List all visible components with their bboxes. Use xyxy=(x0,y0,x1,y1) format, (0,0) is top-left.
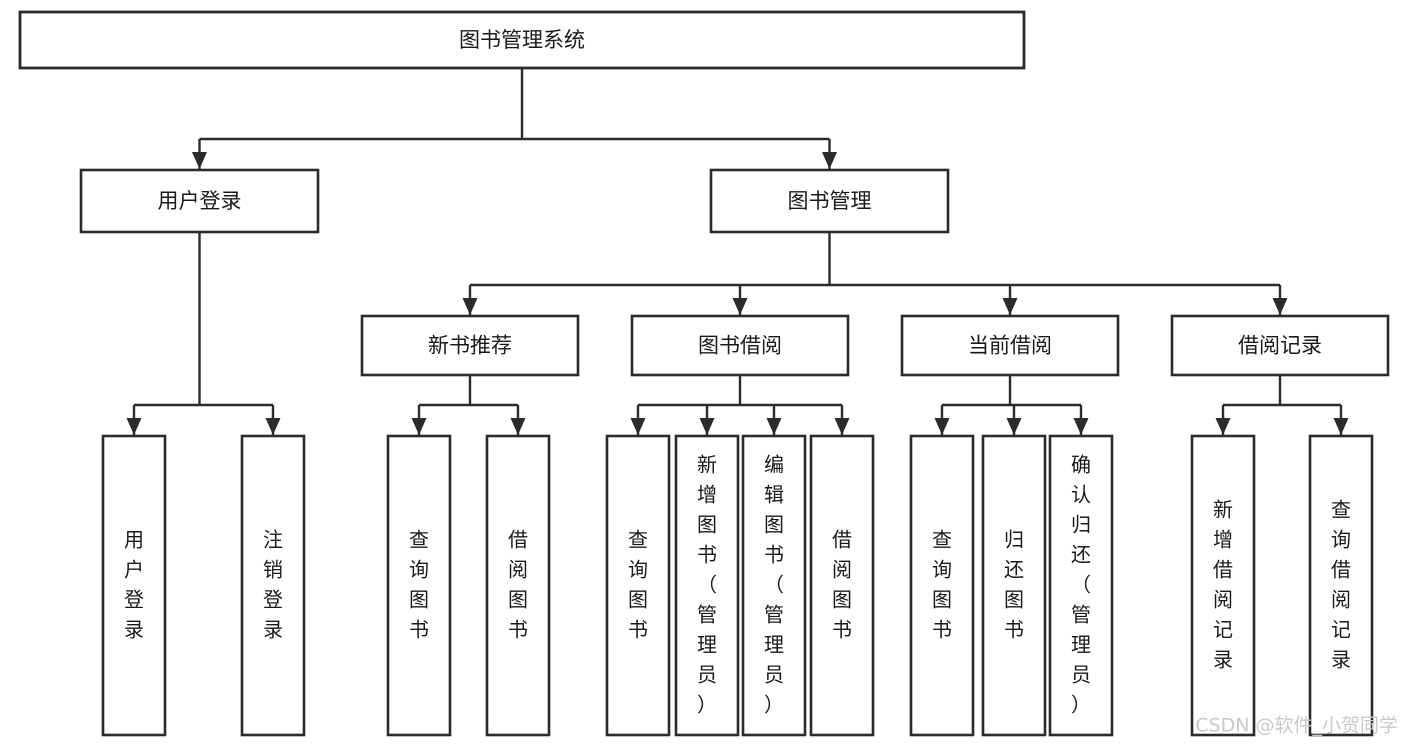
node-leaf-query-record[interactable]: 查询借阅记录 xyxy=(1308,434,1374,737)
node-root[interactable]: 图书管理系统 xyxy=(18,10,1026,70)
node-leaf-user-logout[interactable]: 注销登录 xyxy=(240,434,306,737)
node-label-leaf-borrow-book-rec: 借阅图书 xyxy=(508,527,528,641)
node-book-borrow[interactable]: 图书借阅 xyxy=(630,314,850,377)
edge-group-new-book-rec xyxy=(411,375,526,435)
arrow-head-icon xyxy=(1215,418,1231,435)
edge-group-user-login xyxy=(126,232,281,435)
edge-group-book-manage xyxy=(462,232,1288,315)
node-box-leaf-borrow-book-rec[interactable] xyxy=(485,434,551,737)
arrow-head-icon xyxy=(462,298,478,315)
arrow-head-icon xyxy=(411,418,427,435)
node-label-leaf-confirm-return: 确认归还（管理员） xyxy=(1071,452,1091,716)
node-leaf-add-book[interactable]: 新增图书（管理员） xyxy=(674,434,740,737)
node-box-leaf-add-record[interactable] xyxy=(1190,434,1256,737)
arrow-head-icon xyxy=(1333,418,1349,435)
edge-group-borrow-record xyxy=(1215,375,1349,435)
node-label-leaf-add-record: 新增借阅记录 xyxy=(1213,497,1233,671)
node-leaf-return-book[interactable]: 归还图书 xyxy=(981,434,1047,737)
node-leaf-user-login[interactable]: 用户登录 xyxy=(101,434,167,737)
node-label-new-book-rec: 新书推荐 xyxy=(428,334,512,358)
node-box-leaf-edit-book[interactable] xyxy=(741,434,807,737)
node-leaf-query-book-cur[interactable]: 查询图书 xyxy=(909,434,975,737)
node-label-leaf-borrow-book-bor: 借阅图书 xyxy=(832,527,852,641)
node-leaf-borrow-book-bor[interactable]: 借阅图书 xyxy=(809,434,875,737)
node-box-leaf-confirm-return[interactable] xyxy=(1048,434,1114,737)
node-box-leaf-query-book-cur[interactable] xyxy=(909,434,975,737)
arrow-head-icon xyxy=(834,418,850,435)
node-leaf-add-record[interactable]: 新增借阅记录 xyxy=(1190,434,1256,737)
node-label-book-borrow: 图书借阅 xyxy=(698,334,782,358)
node-label-leaf-query-book-bor: 查询图书 xyxy=(628,527,648,641)
arrow-head-icon xyxy=(630,418,646,435)
node-current-borrow[interactable]: 当前借阅 xyxy=(900,314,1120,377)
node-leaf-borrow-book-rec[interactable]: 借阅图书 xyxy=(485,434,551,737)
node-box-leaf-user-login[interactable] xyxy=(101,434,167,737)
node-box-leaf-add-book[interactable] xyxy=(674,434,740,737)
arrow-head-icon xyxy=(1002,298,1018,315)
connector-layer xyxy=(126,68,1349,435)
node-box-leaf-query-book-bor[interactable] xyxy=(605,434,671,737)
node-box-leaf-user-logout[interactable] xyxy=(240,434,306,737)
node-label-leaf-add-book: 新增图书（管理员） xyxy=(697,452,717,716)
node-box-root[interactable] xyxy=(18,10,1026,70)
node-box-new-book-rec[interactable] xyxy=(360,314,580,377)
node-box-user-login[interactable] xyxy=(79,168,320,234)
node-label-leaf-edit-book: 编辑图书（管理员） xyxy=(764,452,784,716)
node-book-manage[interactable]: 图书管理 xyxy=(709,168,950,234)
node-box-borrow-record[interactable] xyxy=(1170,314,1390,377)
arrow-head-icon xyxy=(699,418,715,435)
node-leaf-confirm-return[interactable]: 确认归还（管理员） xyxy=(1048,434,1114,737)
arrow-head-icon xyxy=(822,152,837,169)
node-label-current-borrow: 当前借阅 xyxy=(968,334,1052,358)
node-leaf-query-book-bor[interactable]: 查询图书 xyxy=(605,434,671,737)
node-leaf-query-book-rec[interactable]: 查询图书 xyxy=(386,434,452,737)
node-box-book-manage[interactable] xyxy=(709,168,950,234)
node-label-leaf-query-book-rec: 查询图书 xyxy=(409,527,429,641)
arrow-head-icon xyxy=(192,152,207,169)
csdn-watermark: CSDN @软件_小贺同学 xyxy=(1195,715,1398,737)
arrow-head-icon xyxy=(934,418,950,435)
node-label-leaf-user-logout: 注销登录 xyxy=(263,527,283,641)
arrow-head-icon xyxy=(1272,298,1288,315)
edge-group-book-borrow xyxy=(630,375,850,435)
node-label-root: 图书管理系统 xyxy=(459,28,585,52)
node-box-leaf-query-record[interactable] xyxy=(1308,434,1374,737)
arrow-head-icon xyxy=(510,418,526,435)
node-label-leaf-return-book: 归还图书 xyxy=(1004,527,1024,641)
arrow-head-icon xyxy=(265,418,281,435)
node-new-book-rec[interactable]: 新书推荐 xyxy=(360,314,580,377)
node-box-layer: 图书管理系统用户登录图书管理新书推荐图书借阅当前借阅借阅记录用户登录注销登录查询… xyxy=(18,10,1390,737)
node-label-user-login: 用户登录 xyxy=(158,189,242,213)
edge-group-root xyxy=(192,68,837,169)
node-user-login[interactable]: 用户登录 xyxy=(79,168,320,234)
node-box-leaf-return-book[interactable] xyxy=(981,434,1047,737)
arrow-head-icon xyxy=(766,418,782,435)
node-label-leaf-user-login: 用户登录 xyxy=(124,527,144,641)
node-leaf-edit-book[interactable]: 编辑图书（管理员） xyxy=(741,434,807,737)
node-label-borrow-record: 借阅记录 xyxy=(1238,334,1322,358)
arrow-head-icon xyxy=(1073,418,1089,435)
node-label-leaf-query-record: 查询借阅记录 xyxy=(1331,497,1351,671)
node-label-leaf-query-book-cur: 查询图书 xyxy=(932,527,952,641)
arrow-head-icon xyxy=(126,418,142,435)
node-box-leaf-borrow-book-bor[interactable] xyxy=(809,434,875,737)
arrow-head-icon xyxy=(732,298,748,315)
edge-group-current-borrow xyxy=(934,375,1089,435)
node-label-book-manage: 图书管理 xyxy=(788,189,872,213)
node-borrow-record[interactable]: 借阅记录 xyxy=(1170,314,1390,377)
node-box-book-borrow[interactable] xyxy=(630,314,850,377)
arrow-head-icon xyxy=(1006,418,1022,435)
node-box-leaf-query-book-rec[interactable] xyxy=(386,434,452,737)
node-box-current-borrow[interactable] xyxy=(900,314,1120,377)
